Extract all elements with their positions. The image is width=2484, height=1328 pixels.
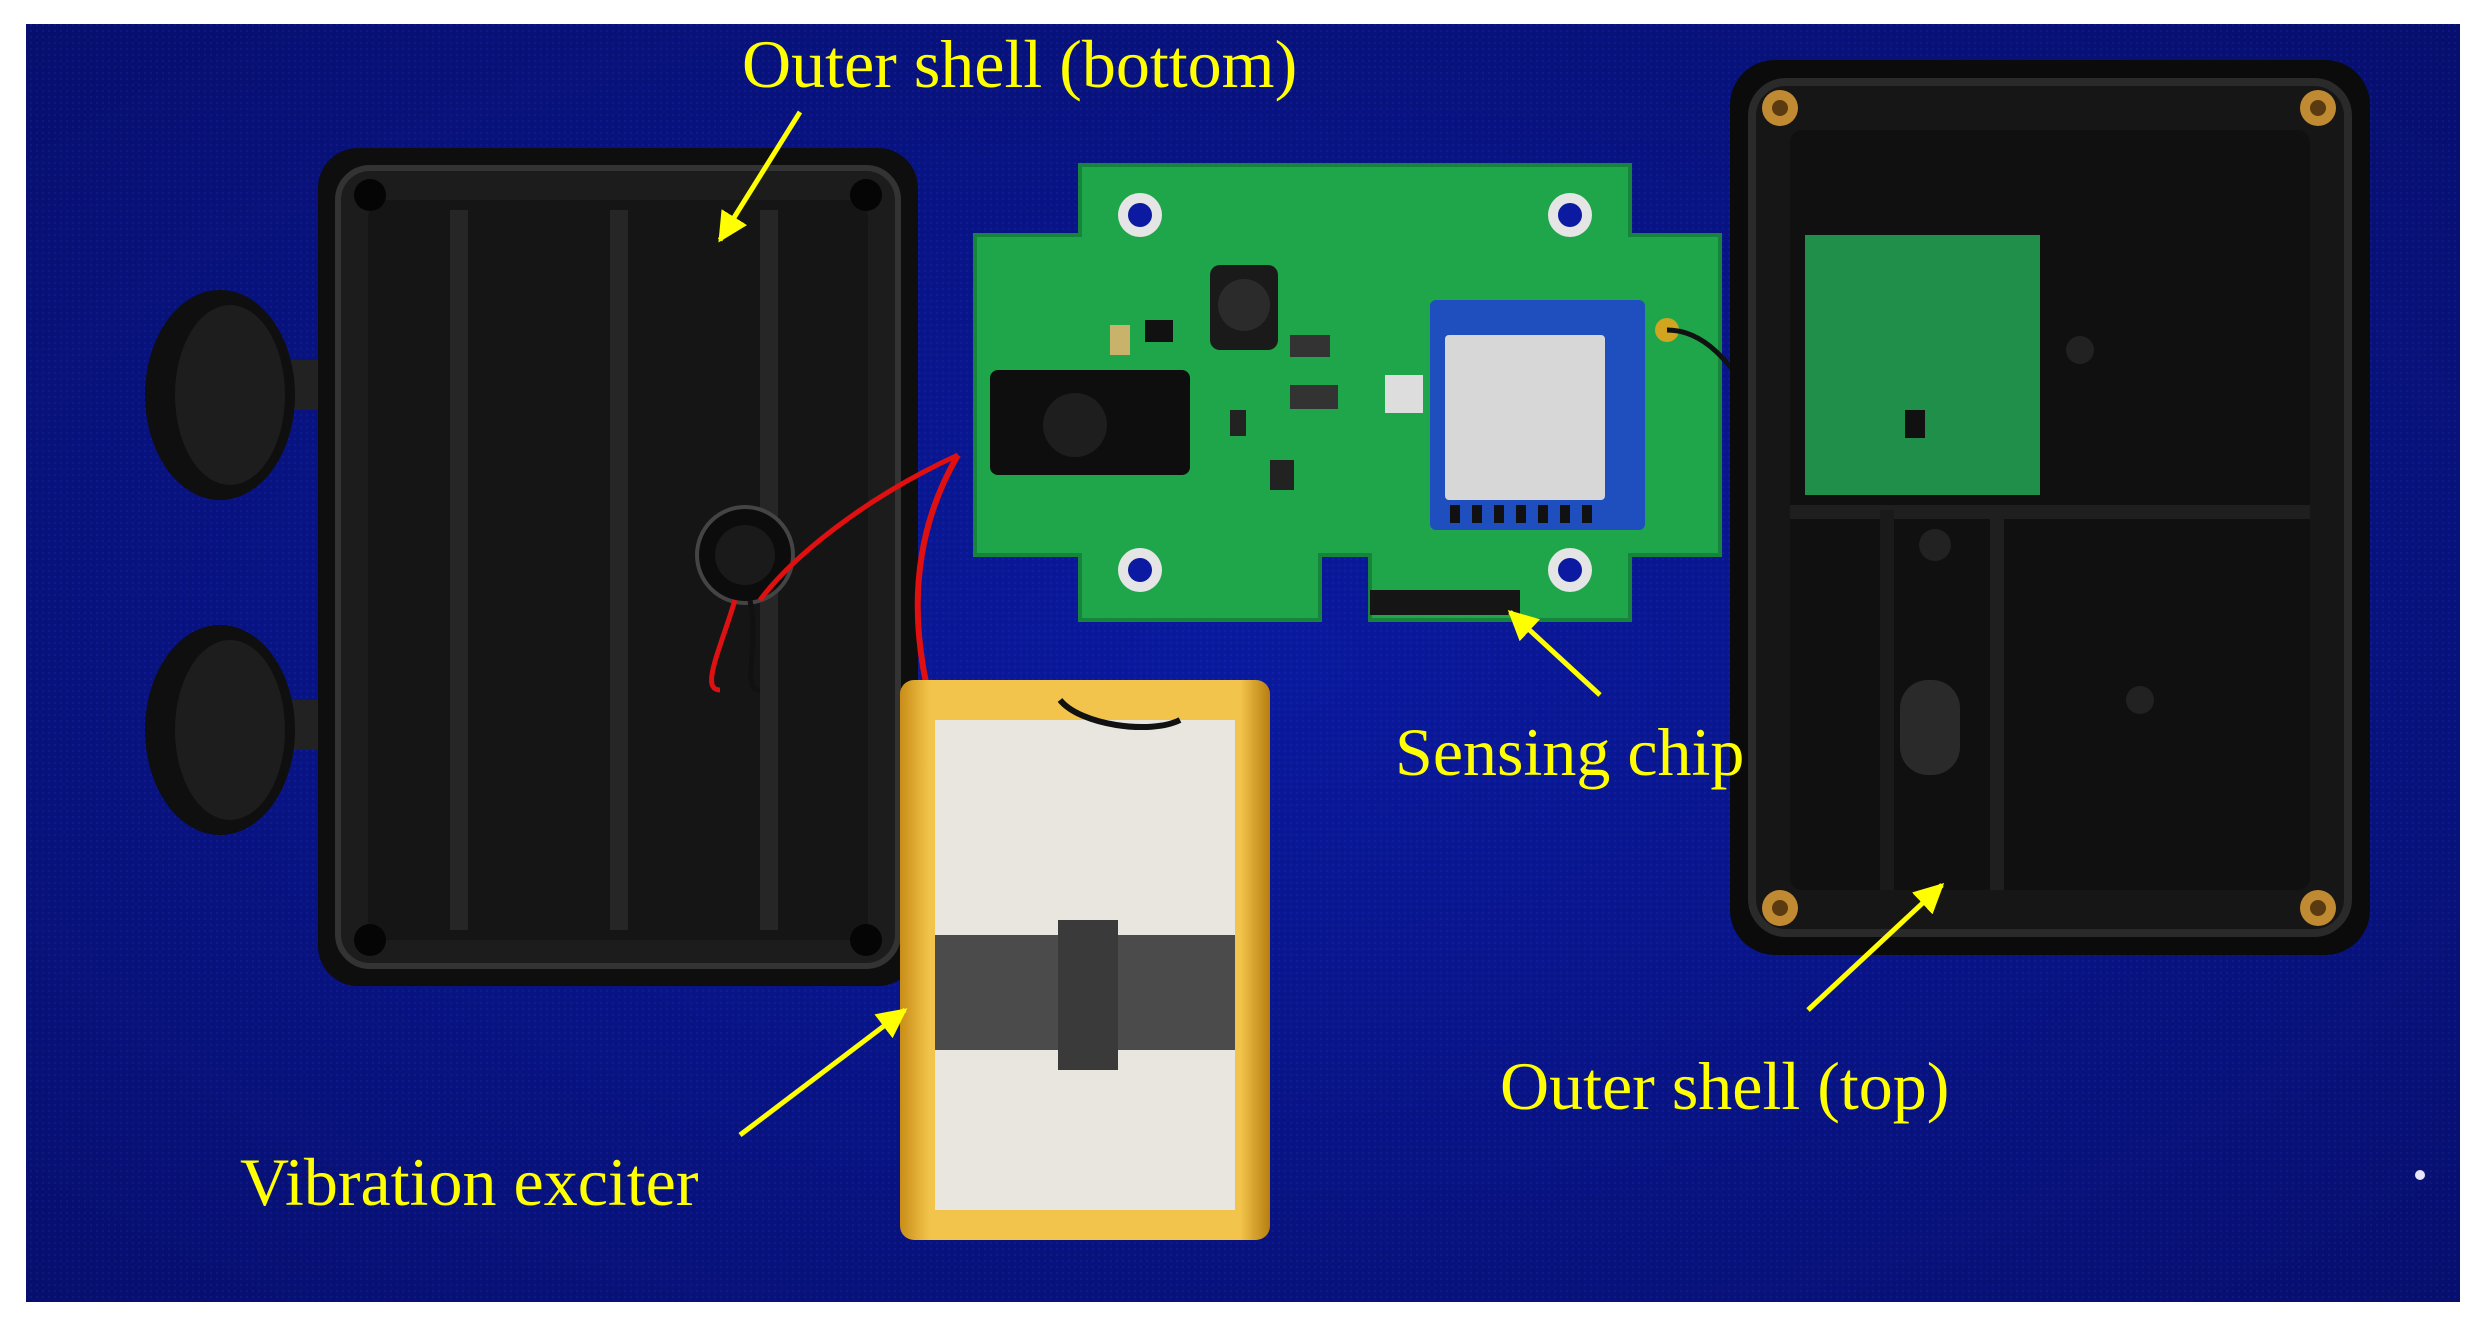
outer-shell-top <box>1730 60 2370 955</box>
arrow-vibration-exciter <box>738 1008 908 1137</box>
arrow-outer-shell-top <box>1806 882 1945 1012</box>
arrow-outer-shell-bottom <box>717 110 803 243</box>
label-vibration-exciter: Vibration exciter <box>240 1144 699 1220</box>
battery-pack <box>900 680 1270 1240</box>
sensing-chip-module <box>1430 300 1679 530</box>
label-outer-shell-bottom: Outer shell (bottom) <box>742 26 1298 102</box>
outer-shell-bottom <box>145 148 918 986</box>
callout-arrows <box>717 110 1945 1137</box>
vibration-motor <box>695 505 795 605</box>
label-outer-shell-top: Outer shell (top) <box>1500 1048 1950 1124</box>
pcb-board <box>973 163 1722 622</box>
label-sensing-chip: Sensing chip <box>1395 714 1745 790</box>
arrow-sensing-chip <box>1507 609 1602 697</box>
antenna-board <box>1805 235 2040 495</box>
